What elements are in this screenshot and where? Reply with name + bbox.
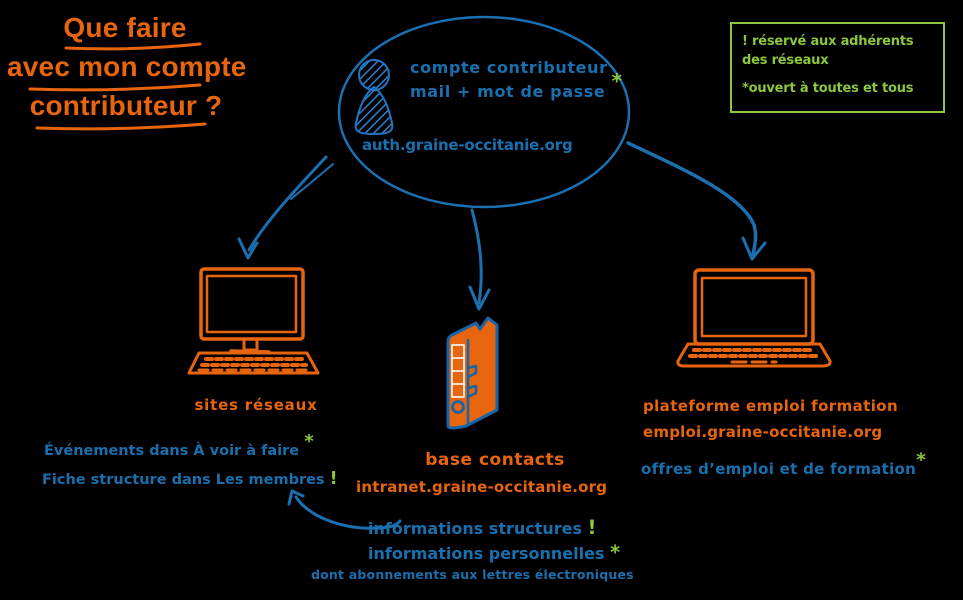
page-title-line-3: contributeur ? (29, 90, 223, 121)
base-contacts-label: base contacts (425, 450, 565, 470)
binder-icon (446, 316, 499, 430)
legend-box: ! réservé aux adhérents des réseaux *ouv… (730, 22, 945, 113)
arrow-to-sites-reseaux-head (237, 237, 259, 260)
arrow-to-plateforme-emploi-head (741, 236, 767, 261)
arrow-to-sites-reseaux (247, 155, 328, 252)
legend-line-3: *ouvert à toutes et tous (742, 81, 914, 96)
person-icon (354, 59, 394, 136)
emploi-note: offres d’emploi et de formation* (641, 449, 927, 478)
exclamation-marker: ! (329, 469, 338, 489)
account-label-line-2: mail + mot de passe * (410, 69, 623, 101)
arrow-to-plateforme-emploi (626, 141, 758, 257)
sites-reseaux-label: sites réseaux (194, 396, 318, 414)
asterisk-marker: * (611, 69, 623, 93)
contacts-note-1: informations structures ! (368, 516, 597, 539)
page-title-line-1: Que faire (63, 12, 187, 43)
account-url: auth.graine-occitanie.org (362, 136, 573, 154)
arrow-notes-to-fiche-structure (294, 495, 402, 530)
base-contacts-url: intranet.graine-occitanie.org (356, 478, 608, 496)
legend-line-2: des réseaux (742, 53, 829, 68)
title-underline-3 (35, 122, 207, 131)
plateforme-emploi-label: plateforme emploi formation (643, 397, 899, 415)
arrow-to-sites-reseaux-stub (290, 163, 334, 200)
title-underline-1 (64, 42, 202, 51)
desktop-computer-icon (187, 267, 320, 375)
title-underline-2 (28, 83, 202, 92)
legend-line-1: ! réservé aux adhérents (742, 34, 914, 49)
account-label-line-1: compte contributeur (410, 58, 608, 77)
asterisk-marker: * (304, 430, 314, 452)
asterisk-marker: * (916, 449, 927, 471)
asterisk-marker: * (610, 541, 621, 564)
exclamation-marker: ! (587, 516, 597, 539)
sites-note-1: Événements dans À voir à faire * (44, 430, 314, 459)
arrow-to-base-contacts (470, 208, 483, 305)
laptop-icon (676, 268, 832, 368)
contacts-note-3: dont abonnements aux lettres électroniqu… (311, 567, 634, 582)
plateforme-emploi-url: emploi.graine-occitanie.org (643, 423, 883, 441)
arrow-to-base-contacts-head (468, 285, 491, 311)
arrow-notes-to-fiche-structure-head (287, 489, 305, 506)
contacts-note-2: informations personnelles * (368, 541, 621, 564)
page-title-line-2: avec mon compte (7, 51, 247, 82)
account-ellipse (337, 15, 631, 209)
sites-note-2: Fiche structure dans Les membres ! (42, 469, 338, 489)
